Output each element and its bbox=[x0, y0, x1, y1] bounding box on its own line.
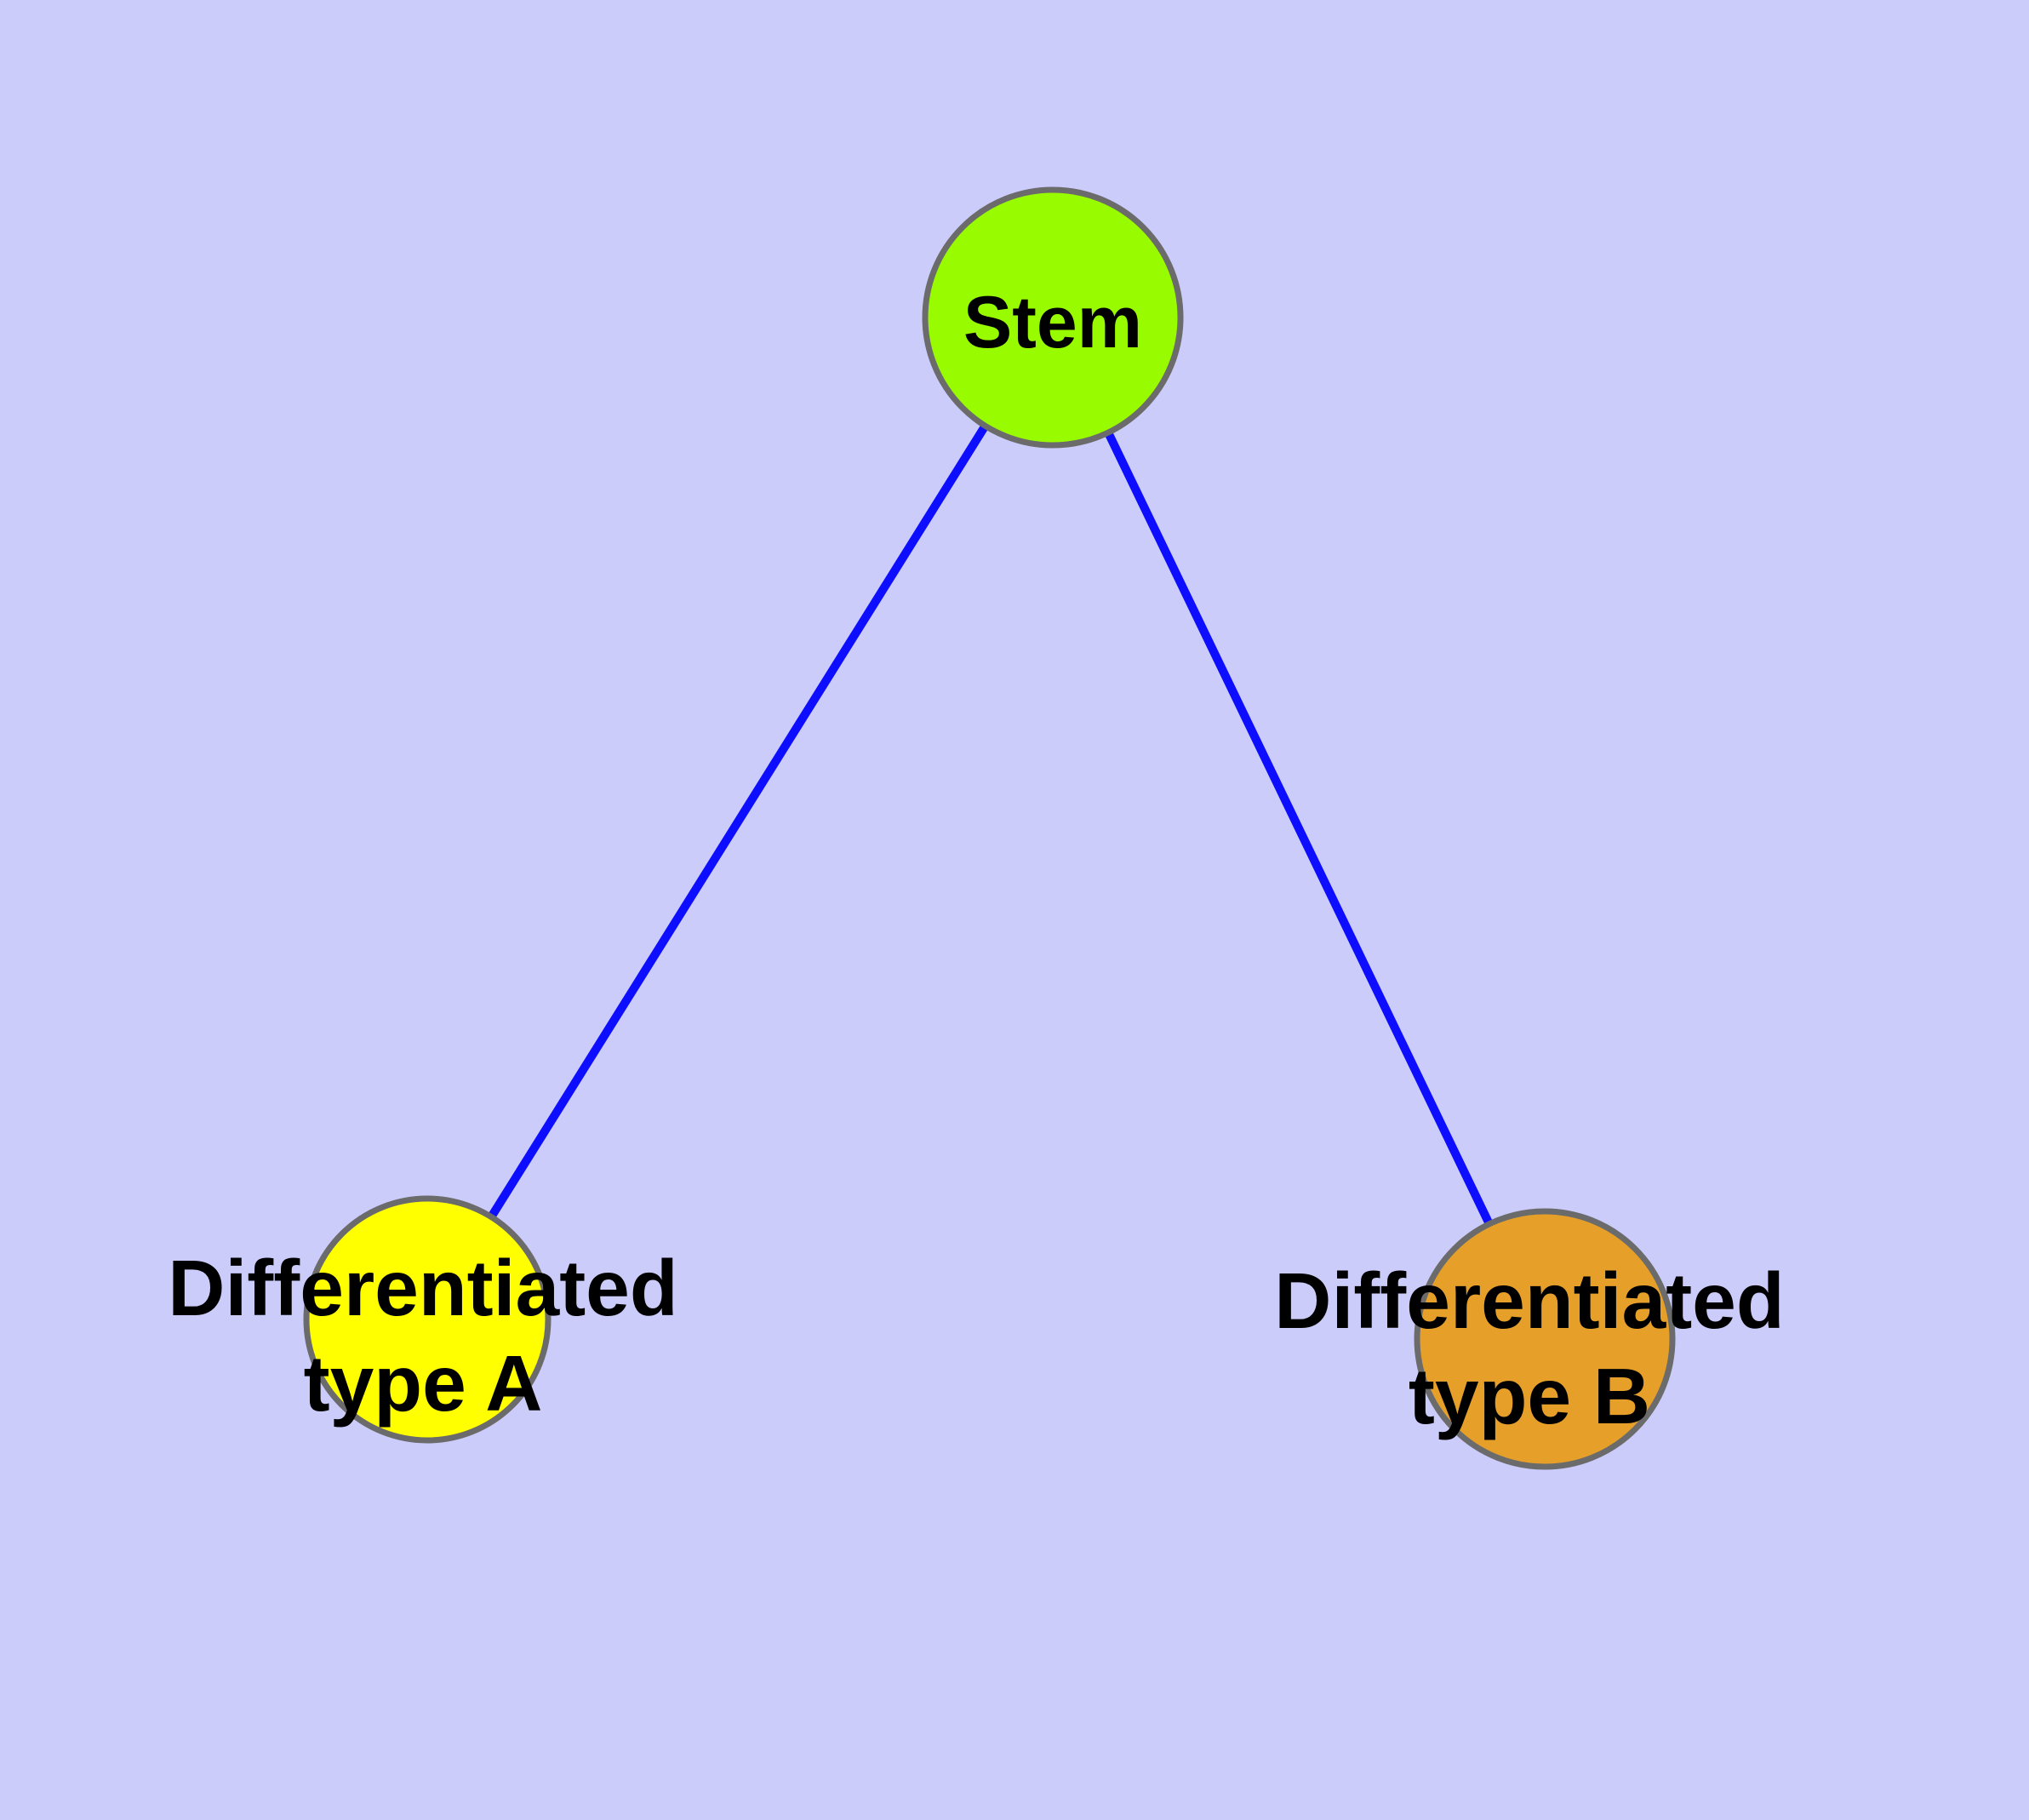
node-differentiated-type-b-circle bbox=[1414, 1208, 1676, 1470]
node-differentiated-type-a-label-line2: type A bbox=[304, 1339, 543, 1428]
node-differentiated-type-b-label-line2: type B bbox=[1409, 1352, 1650, 1440]
node-stem-circle bbox=[922, 186, 1184, 449]
node-differentiated-type-b-label-line1: Differentiated bbox=[1274, 1256, 1784, 1345]
node-stem-label: Stem bbox=[963, 282, 1142, 363]
edge-stem-to-type-b bbox=[1049, 315, 1549, 1342]
node-differentiated-type-a-label-line1: Differentiated bbox=[168, 1244, 677, 1332]
node-differentiated-type-a-circle bbox=[303, 1195, 552, 1444]
edge-stem-to-type-a bbox=[423, 315, 1057, 1322]
